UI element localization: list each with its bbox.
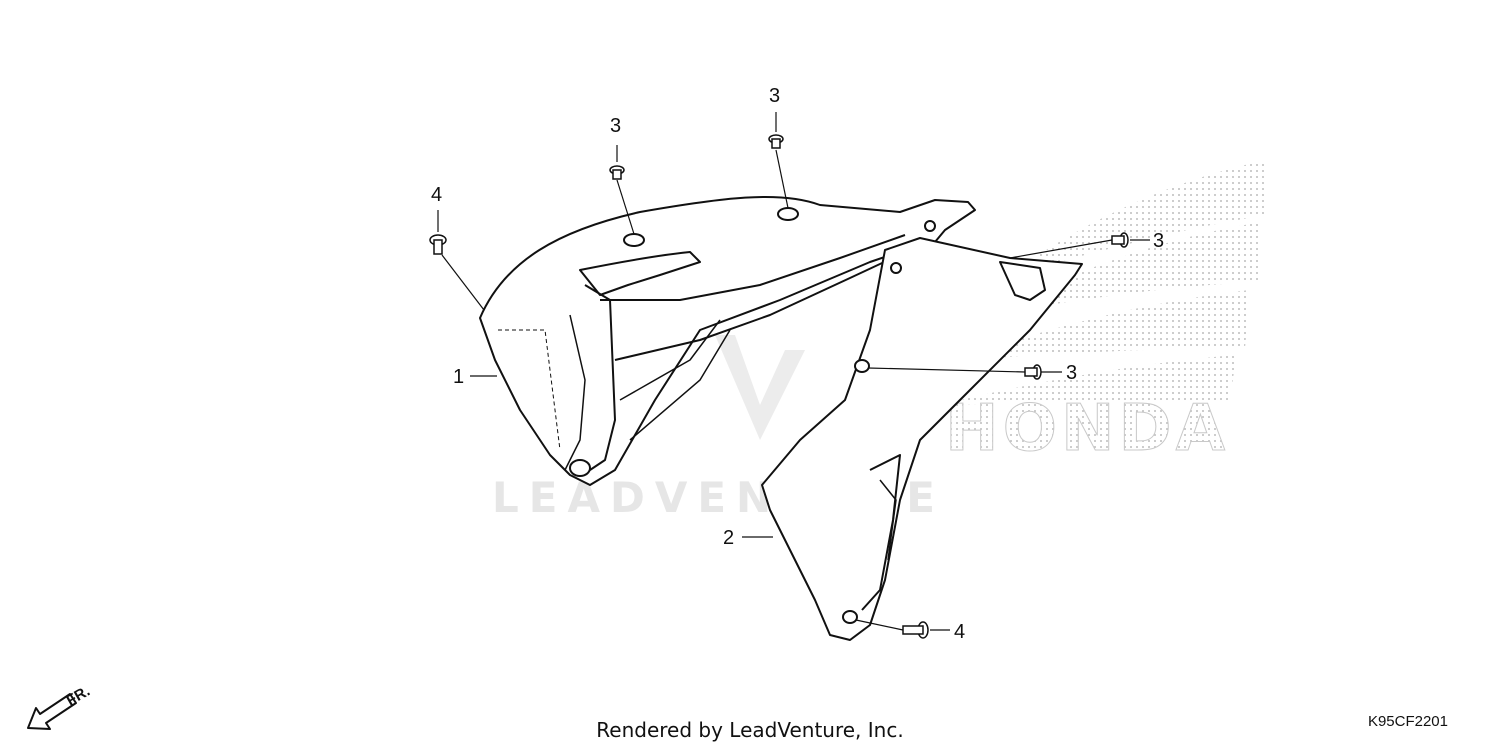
callout-2: 2 [723,527,734,549]
callout-4: 4 [954,621,965,643]
bolt-4-left[interactable] [429,234,447,255]
callout-3: 3 [610,115,621,137]
diagram-code: K95CF2201 [1367,713,1448,730]
left-shroud-part[interactable] [479,195,976,486]
bolt-4-bottom[interactable] [902,621,929,639]
rendered-by-footer: Rendered by LeadVenture, Inc. [596,718,904,742]
bolt-3-top-right[interactable] [768,134,784,149]
honda-logo-text: HONDA [945,392,1229,466]
callout-4: 4 [431,184,442,206]
right-shroud-part[interactable] [761,237,1083,641]
front-direction-arrow-icon [27,693,77,730]
callout-3: 3 [769,85,780,107]
callout-3: 3 [1153,230,1164,252]
leader-lines [437,112,1150,631]
callout-1: 1 [453,366,464,388]
callout-3: 3 [1066,362,1077,384]
bolt-3-top-left[interactable] [609,165,625,180]
bolt-3-right-middle[interactable] [1024,364,1042,380]
